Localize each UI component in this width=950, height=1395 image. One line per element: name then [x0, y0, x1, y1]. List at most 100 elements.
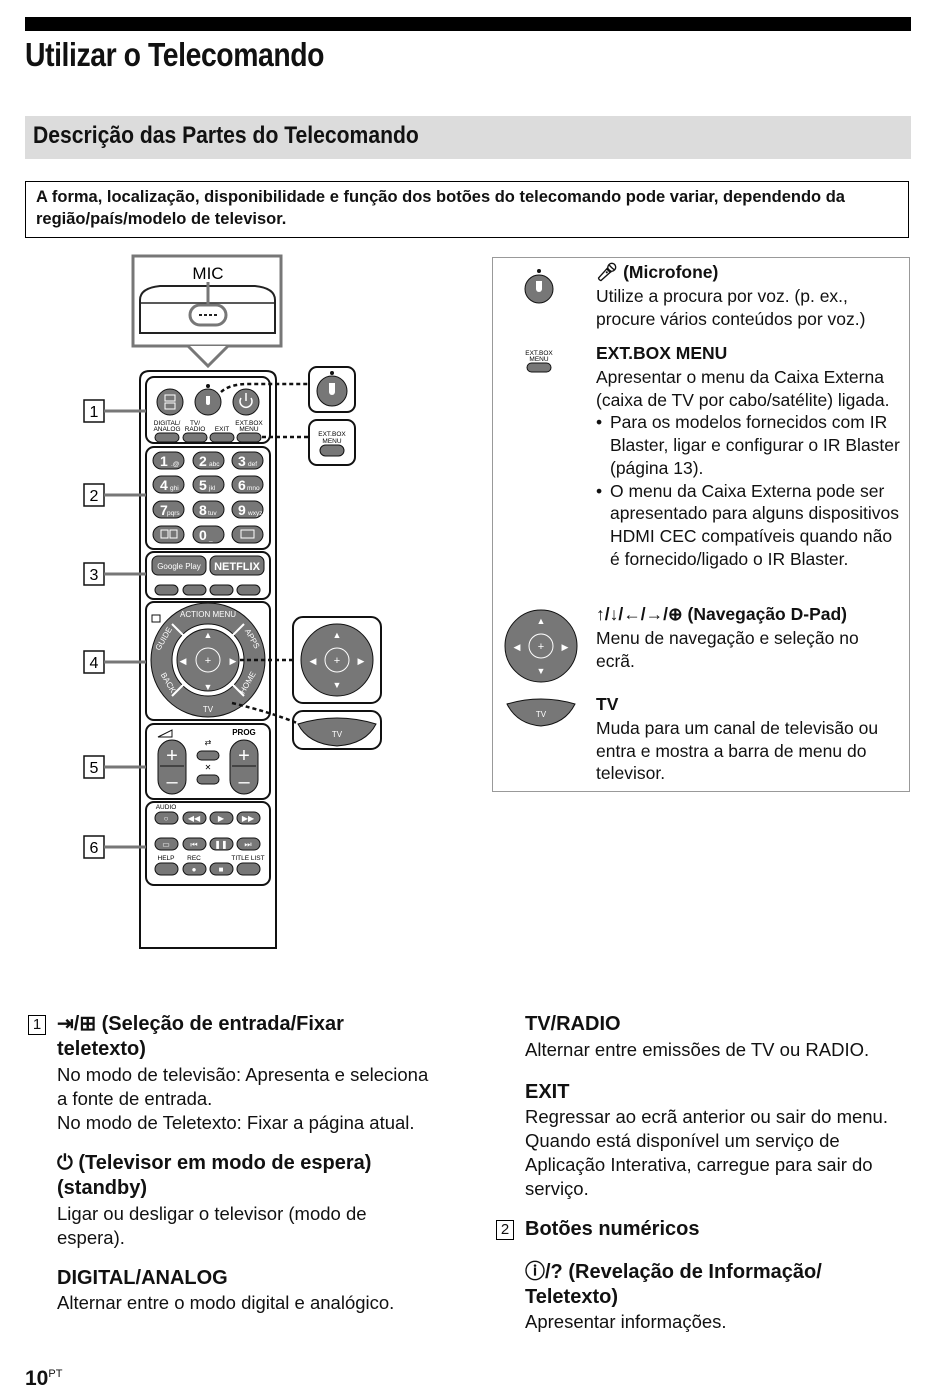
item1-number: 1 — [28, 1015, 46, 1035]
svg-text:abc: abc — [209, 461, 220, 468]
svg-text:EXT.BOX: EXT.BOX — [525, 350, 553, 357]
svg-text:.@: .@ — [171, 461, 180, 468]
item1-heading: 1 ⇥/⊞ (Seleção de entrada/Fixar teletext… — [28, 1012, 438, 1062]
item1-text1: No modo de televisão: Apresenta e seleci… — [57, 1064, 429, 1109]
audio-label: AUDIO — [156, 804, 177, 811]
svg-text:▭: ▭ — [162, 840, 170, 849]
svg-text:◀: ◀ — [180, 656, 187, 666]
top-rule — [25, 17, 911, 31]
prog-label: PROG — [232, 728, 256, 737]
svg-text:MENU: MENU — [529, 356, 548, 363]
list-item: O menu da Caixa Externa pode ser apresen… — [596, 480, 904, 571]
svg-text:+: + — [166, 745, 178, 767]
svg-text:◀◀: ◀◀ — [188, 814, 201, 823]
microphone-icon: 🎤︎ — [596, 262, 619, 282]
google-play-label: Google Play — [157, 562, 201, 571]
svg-text:pqrs: pqrs — [167, 510, 180, 517]
svg-text:0: 0 — [199, 527, 207, 543]
info-box: 🎤︎ (Microfone) Utilize a procura por voz… — [492, 257, 910, 792]
svg-text:✕: ✕ — [205, 763, 212, 772]
svg-text:def: def — [248, 461, 257, 468]
remote-illustration: MIC DIGITAL/ ANALOG TV/ RADIO EXIT EXT.B… — [83, 254, 382, 949]
svg-text:5: 5 — [199, 477, 207, 493]
mic-button-icon — [524, 269, 554, 304]
svg-text:mno: mno — [247, 485, 260, 492]
left-column: 1 ⇥/⊞ (Seleção de entrada/Fixar teletext… — [28, 1012, 438, 1315]
dpad-title: ↑/↓/←/→/⊕ (Navegação D-Pad) — [596, 604, 847, 624]
arrows-icon: ↑/↓/←/→/⊕ — [596, 604, 683, 624]
info-heading: ⓘ/? (Revelação de Informação/ Teletexto) — [525, 1261, 822, 1308]
svg-text:▶▶: ▶▶ — [242, 814, 255, 823]
svg-text:–: – — [238, 771, 250, 793]
svg-text:+: + — [538, 641, 544, 653]
svg-text:▲: ▲ — [333, 630, 342, 640]
button-group-5: + – + – PROG ⇄ ✕ — [145, 723, 271, 800]
dpad-icon: + ▲ ▼ ◀ ▶ — [504, 609, 578, 683]
tv-radio-heading: TV/RADIO — [525, 1013, 621, 1035]
section-bar — [25, 116, 911, 159]
button-group-4: + ▲ ▼ ◀ ▶ ACTION MENU GUIDE APPS BACK HO… — [145, 601, 271, 721]
svg-text:⏭: ⏭ — [244, 840, 251, 849]
digital-analog-heading: DIGITAL/ANALOG — [57, 1267, 228, 1289]
right-column: TV/RADIO Alternar entre emissões de TV o… — [496, 1012, 908, 1334]
callout-markers: 1 2 3 4 5 6 — [83, 399, 146, 859]
power-icon: ⏻ — [57, 1152, 73, 1174]
mic-label: MIC — [192, 264, 223, 283]
svg-text:4: 4 — [90, 655, 99, 672]
svg-text:TV: TV — [536, 710, 547, 719]
svg-text:DIGITAL/: DIGITAL/ — [154, 420, 181, 427]
svg-text:EXT.BOX: EXT.BOX — [235, 420, 263, 427]
svg-text:◀: ◀ — [514, 642, 521, 652]
svg-text:RADIO: RADIO — [185, 426, 206, 433]
ext-box-description: Apresentar o menu da Caixa Externa (caix… — [596, 366, 904, 570]
svg-text:1: 1 — [90, 404, 99, 421]
tv-button-icon: TV — [506, 698, 576, 727]
svg-text:6: 6 — [238, 477, 246, 493]
svg-text:2: 2 — [199, 453, 207, 469]
digital-analog-text: Alternar entre o modo digital e analógic… — [57, 1292, 395, 1313]
svg-text:EXIT: EXIT — [215, 426, 229, 433]
svg-text:TV: TV — [332, 730, 343, 739]
netflix-label: NETFLIX — [214, 561, 260, 573]
svg-text:3: 3 — [238, 453, 246, 469]
svg-text:⇄: ⇄ — [205, 738, 212, 747]
svg-text:9: 9 — [238, 502, 246, 518]
list-item: Para os modelos fornecidos com IR Blaste… — [596, 411, 904, 479]
svg-text:7: 7 — [160, 502, 168, 518]
notice-box: A forma, localização, disponibilidade e … — [25, 181, 909, 238]
svg-text:▶: ▶ — [218, 814, 225, 823]
svg-text:1: 1 — [160, 453, 168, 469]
tv-title: TV — [596, 694, 619, 714]
title-list-label: TITLE LIST — [231, 855, 264, 862]
svg-text:■: ■ — [219, 865, 224, 874]
svg-text:◀: ◀ — [310, 656, 317, 666]
input-select-icon: ⇥/⊞ — [57, 1013, 97, 1035]
svg-text:○: ○ — [164, 814, 169, 823]
svg-text:3: 3 — [90, 567, 99, 584]
help-label: HELP — [158, 855, 175, 862]
button-group-6: AUDIO ○◀◀▶▶▶ ▭⏮❚❚⏭ ●■ HELP REC TITLE LIS… — [145, 801, 271, 886]
info-teletext-icon: ⓘ/? — [525, 1261, 563, 1283]
svg-text:+: + — [205, 655, 211, 667]
svg-text:▶: ▶ — [562, 642, 569, 652]
page-number: 10PT — [25, 1367, 63, 1390]
info-text: Apresentar informações. — [525, 1311, 727, 1332]
exit-text: Regressar ao ecrã anterior ou sair do me… — [525, 1106, 888, 1199]
ext-box-title: EXT.BOX MENU — [596, 343, 728, 363]
svg-text:ghi: ghi — [170, 485, 179, 492]
ext-box-menu-button-icon: EXT.BOX MENU — [525, 350, 553, 373]
svg-text:+: + — [334, 655, 340, 667]
item2-number: 2 — [496, 1220, 514, 1240]
exit-heading: EXIT — [525, 1081, 570, 1103]
page-title: Utilizar o Telecomando — [25, 36, 325, 73]
svg-text:EXT.BOX: EXT.BOX — [318, 431, 346, 438]
svg-text:▶: ▶ — [358, 656, 365, 666]
mic-title: 🎤︎ (Microfone) — [596, 262, 719, 282]
tv-radio-text: Alternar entre emissões de TV ou RADIO. — [525, 1039, 870, 1060]
svg-text:4: 4 — [160, 477, 168, 493]
mic-inset: MIC — [131, 254, 283, 369]
action-menu-label: ACTION MENU — [180, 610, 236, 619]
section-title: Descrição das Partes do Telecomando — [33, 122, 419, 149]
item1-text2: No modo de Teletexto: Fixar a página atu… — [57, 1112, 415, 1133]
